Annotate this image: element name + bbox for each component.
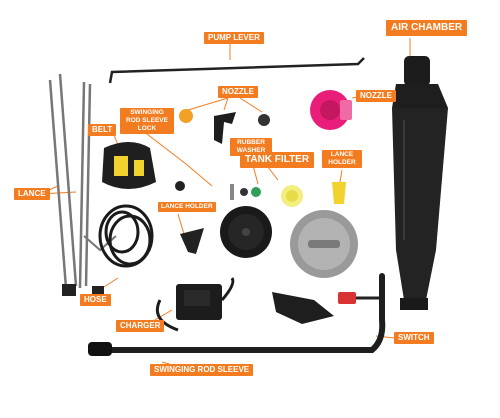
label-lance: LANCE bbox=[14, 188, 50, 200]
lance-holder-black-shape bbox=[180, 228, 204, 254]
lance-handle-1 bbox=[62, 284, 76, 296]
label-tank-filter: TANK FILTER bbox=[240, 152, 315, 168]
label-hose: HOSE bbox=[80, 294, 111, 306]
rubber-washer-shape bbox=[251, 187, 261, 197]
pink-nozzle-shape bbox=[310, 90, 352, 130]
label-rubber-washer: RUBBER WASHER bbox=[230, 138, 272, 156]
lance-shapes bbox=[48, 73, 92, 289]
swinging-rod-sleeve-shape bbox=[93, 273, 386, 353]
pump-lever-shape bbox=[108, 57, 365, 84]
label-charger: CHARGER bbox=[116, 320, 165, 332]
label-nozzle-2: NOZZLE bbox=[356, 90, 396, 102]
label-lance-holder-2: LANCE HOLDER bbox=[158, 202, 216, 212]
orange-nozzle-shape bbox=[179, 109, 193, 123]
small-nozzle-shape bbox=[258, 114, 270, 126]
label-pump-lever: PUMP LEVER bbox=[204, 32, 264, 44]
label-swinging-rod-sleeve-lock: SWINGING ROD SLEEVE LOCK bbox=[120, 108, 174, 134]
tank-filter-shape bbox=[220, 206, 272, 258]
label-air-chamber: AIR CHAMBER bbox=[386, 20, 468, 36]
switch-shape bbox=[272, 292, 380, 324]
sleeve-lock-shape bbox=[175, 181, 185, 191]
label-switch: SWITCH bbox=[394, 332, 434, 344]
charger-shape bbox=[155, 277, 235, 332]
label-lance-holder-1: LANCE HOLDER bbox=[322, 150, 362, 168]
lance-holder-yellow-shape bbox=[332, 182, 346, 204]
belt-shape bbox=[102, 142, 156, 189]
label-belt: BELT bbox=[88, 124, 117, 136]
tank-lid-shape bbox=[290, 210, 358, 278]
label-nozzle-1: NOZZLE bbox=[218, 86, 258, 98]
air-chamber-shape bbox=[392, 56, 448, 310]
hose-shape bbox=[98, 204, 154, 268]
rubber-washer-pin bbox=[230, 184, 234, 200]
label-swinging-rod-sleeve: SWINGING ROD SLEEVE bbox=[150, 364, 254, 376]
black-nozzle-shape bbox=[214, 112, 236, 144]
